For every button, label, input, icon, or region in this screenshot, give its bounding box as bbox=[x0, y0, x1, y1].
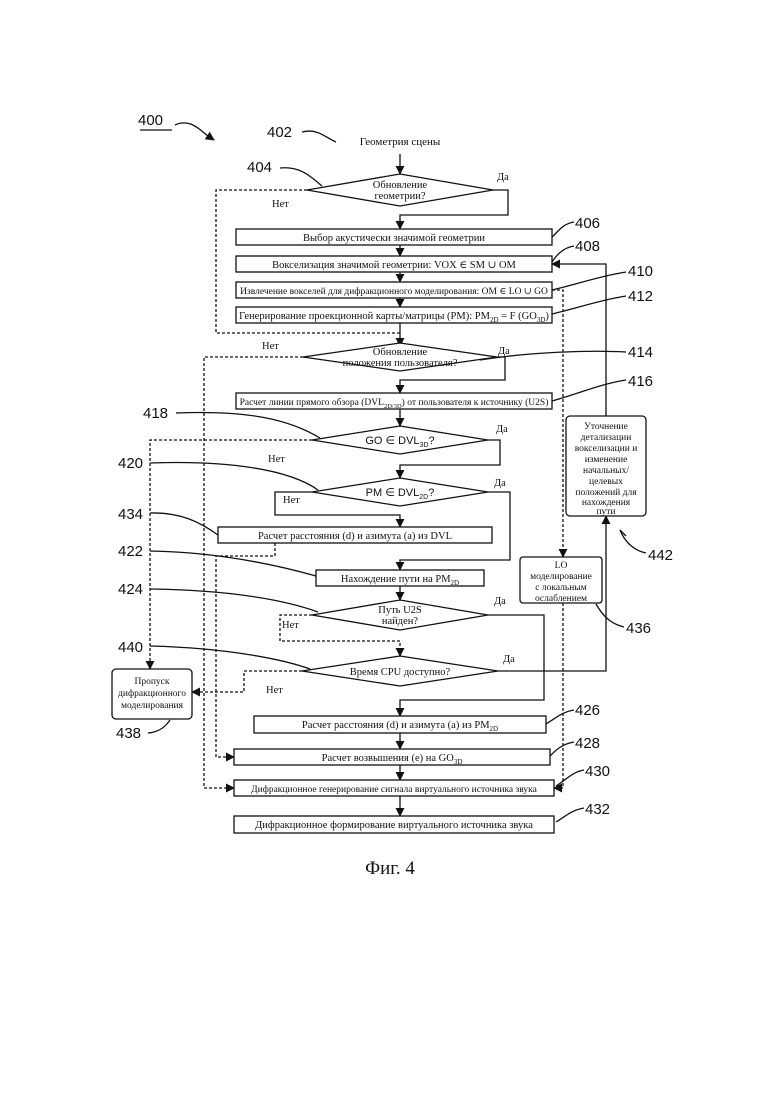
refine-line4: изменение bbox=[585, 455, 628, 465]
ref-422-leader bbox=[150, 551, 316, 576]
ref-406-leader bbox=[552, 222, 574, 237]
user-position-line1: Обновление bbox=[373, 347, 428, 358]
label-no-424: Нет bbox=[282, 620, 299, 631]
ref-426-leader bbox=[546, 710, 574, 724]
ref-412: 412 bbox=[628, 288, 653, 305]
voxelization-text: Вокселизация значимой геометрии: VOX ∈ S… bbox=[272, 260, 516, 271]
ref-438: 438 bbox=[116, 725, 141, 742]
lo-line3: с локальным bbox=[535, 583, 586, 593]
label-yes-420: Да bbox=[494, 478, 506, 489]
ref-432-leader bbox=[556, 808, 584, 822]
refine-line2: детализации bbox=[581, 433, 632, 443]
geometry-update-line1: Обновление bbox=[373, 180, 428, 191]
ref-440-leader bbox=[150, 646, 310, 669]
skip-line1: Пропуск bbox=[134, 677, 169, 687]
ref-420: 420 bbox=[118, 455, 143, 472]
refine-line1: Уточнение bbox=[584, 422, 628, 432]
arrow-440-no bbox=[192, 671, 302, 692]
ref-404-leader bbox=[280, 168, 322, 186]
ref-400-group: 400 bbox=[138, 112, 214, 140]
ref-408: 408 bbox=[575, 238, 600, 255]
cpu-time-text: Время CPU доступно? bbox=[350, 667, 451, 678]
arrow-436-430 bbox=[554, 603, 563, 788]
ref-434-leader bbox=[150, 513, 218, 535]
ref-426: 426 bbox=[575, 702, 600, 719]
label-no-420: Нет bbox=[283, 495, 300, 506]
ref-410: 410 bbox=[628, 263, 653, 280]
ref-428: 428 bbox=[575, 735, 600, 752]
ref-428-leader bbox=[550, 742, 574, 756]
label-no-440: Нет bbox=[266, 685, 283, 696]
ref-418-leader bbox=[176, 412, 320, 438]
ref-440: 440 bbox=[118, 639, 143, 656]
path-found-line2: найден? bbox=[382, 616, 419, 627]
refine-line9: пути bbox=[596, 507, 615, 517]
ref-402: 402 bbox=[267, 124, 292, 141]
lo-line1: LO bbox=[555, 561, 568, 571]
ref-424: 424 bbox=[118, 581, 143, 598]
ref-430: 430 bbox=[585, 763, 610, 780]
label-yes-424: Да bbox=[494, 596, 506, 607]
refine-line6: целевых bbox=[589, 477, 623, 487]
geometry-update-line2: геометрии? bbox=[374, 191, 425, 202]
ref-410-leader bbox=[552, 272, 626, 290]
ref-422: 422 bbox=[118, 543, 143, 560]
skip-line3: моделирования bbox=[121, 701, 184, 711]
ref-402-leader bbox=[302, 131, 336, 142]
ref-420-leader bbox=[150, 462, 318, 490]
ref-418: 418 bbox=[143, 405, 168, 422]
ref-414: 414 bbox=[628, 344, 653, 361]
label-yes-418: Да bbox=[496, 424, 508, 435]
ref-438-leader bbox=[148, 720, 170, 733]
refine-line5: начальных/ bbox=[583, 466, 629, 476]
label-no-414: Нет bbox=[262, 341, 279, 352]
lo-line2: моделирование bbox=[530, 572, 592, 582]
distance-azimuth-dvl-text: Расчет расстояния (d) и азимута (a) из D… bbox=[258, 531, 452, 542]
label-no-418: Нет bbox=[268, 454, 285, 465]
arrow-418-no bbox=[150, 440, 312, 669]
ref-416: 416 bbox=[628, 373, 653, 390]
signal-generation-text: Дифракционное генерирование сигнала вирт… bbox=[251, 784, 538, 795]
ref-400-arrow bbox=[175, 123, 214, 140]
scene-geometry-label: Геометрия сцены bbox=[360, 136, 441, 148]
ref-424-leader bbox=[150, 589, 318, 612]
label-no-404: Нет bbox=[272, 199, 289, 210]
ref-408-leader bbox=[552, 246, 574, 262]
ref-436: 436 bbox=[626, 620, 651, 637]
refine-line3: вокселизации и bbox=[575, 444, 638, 454]
skip-line2: дифракционного bbox=[118, 688, 186, 699]
ref-406: 406 bbox=[575, 215, 600, 232]
ref-432: 432 bbox=[585, 801, 610, 818]
extract-voxels-text: Извлечение вокселей для дифракционного м… bbox=[240, 286, 548, 297]
label-yes-404: Да bbox=[497, 172, 509, 183]
refine-line7: положений для bbox=[575, 487, 637, 498]
select-geometry-text: Выбор акустически значимой геометрии bbox=[303, 233, 485, 244]
ref-442: 442 bbox=[648, 547, 673, 564]
label-yes-414: Да bbox=[498, 346, 510, 357]
lo-line4: ослаблением bbox=[535, 593, 587, 604]
user-position-line2: положения пользователя? bbox=[343, 358, 458, 369]
figure-caption: Фиг. 4 bbox=[0, 858, 780, 880]
ref-436-leader bbox=[596, 604, 624, 627]
ref-434: 434 bbox=[118, 506, 143, 523]
label-yes-440: Да bbox=[503, 654, 515, 665]
path-found-line1: Путь U2S bbox=[378, 605, 422, 616]
ref-430-leader bbox=[556, 770, 584, 786]
arrow-410-436 bbox=[552, 290, 563, 557]
ref-404: 404 bbox=[247, 159, 272, 176]
source-formation-text: Дифракционное формирование виртуального … bbox=[255, 820, 533, 831]
ref-400: 400 bbox=[138, 112, 163, 129]
